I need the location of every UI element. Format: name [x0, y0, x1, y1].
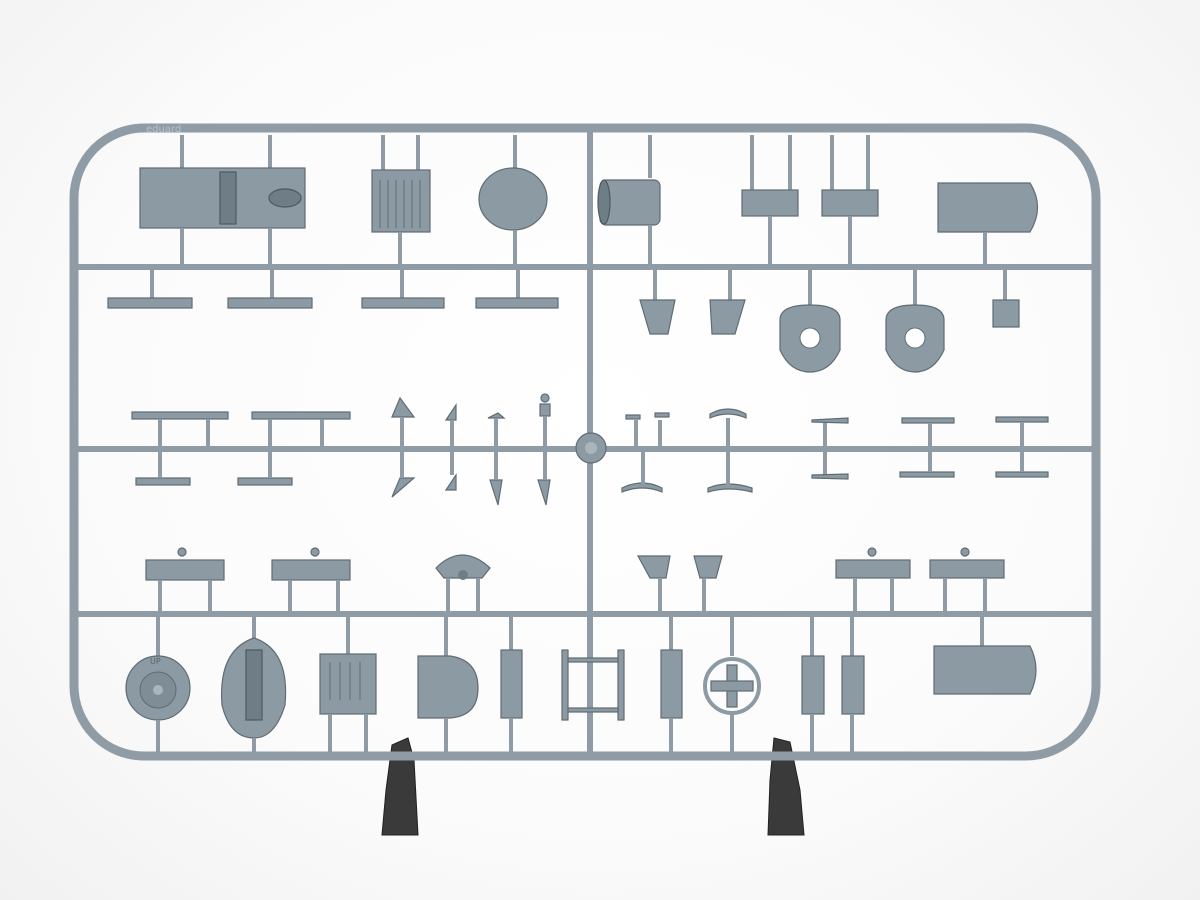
part-label-up: UP: [150, 657, 161, 666]
part-blade-3: [487, 412, 506, 506]
part-wing-strut-1: [811, 417, 849, 480]
part-axle-1: [131, 411, 229, 486]
part-cockpit-floor: [139, 135, 306, 267]
part-plate-2: [929, 547, 1005, 614]
part-hinge-right: [709, 267, 746, 335]
part-small-box: [992, 267, 1020, 328]
part-cylinder-cowl: [597, 135, 661, 267]
part-wing-strut-2: [899, 417, 955, 478]
part-small-bracket-1: [741, 135, 799, 267]
part-blade-2: [444, 403, 457, 491]
part-wing-strut-3: [995, 416, 1049, 478]
part-propeller-small: [621, 412, 670, 493]
part-fairing-left: [636, 555, 671, 614]
outer-frame: [69, 123, 1101, 761]
part-bar-2: [841, 614, 865, 756]
part-grille-1: [145, 547, 225, 614]
brand-mark: eduard: [146, 124, 181, 135]
part-d-panel: [417, 614, 479, 756]
part-fairing-right: [693, 555, 723, 614]
part-frame-ladder: [561, 649, 625, 721]
part-tall-panel-1: [500, 614, 523, 756]
part-cross-wheel: [703, 614, 761, 756]
part-hinge-left: [639, 267, 676, 335]
part-plate-1: [835, 547, 911, 614]
part-ribbed-panel: [371, 135, 431, 267]
part-egg-panel: [221, 614, 287, 756]
left-stand: [381, 737, 419, 836]
part-engine-face: UP: [125, 614, 191, 756]
part-instrument-box: [319, 614, 377, 756]
part-propeller-large: [707, 408, 753, 493]
part-blade-4: [537, 393, 551, 506]
part-strip-4: [475, 267, 559, 309]
part-seat: [435, 554, 491, 614]
part-horseshoe-1: [779, 267, 841, 373]
part-bar-1: [801, 614, 825, 756]
part-strip-1: [107, 267, 193, 309]
part-tall-panel-2: [660, 614, 683, 756]
part-half-cylinder-bottom: [933, 614, 1037, 695]
part-round-bulkhead: [478, 135, 548, 267]
right-stand: [767, 737, 805, 836]
center-hub-mark: [585, 442, 597, 454]
part-strip-2: [227, 267, 313, 309]
part-strip-3: [361, 267, 445, 309]
part-blade-1: [391, 396, 416, 498]
part-horseshoe-2: [885, 267, 945, 373]
part-half-cylinder-top: [937, 182, 1039, 267]
part-axle-2: [237, 411, 351, 486]
part-small-bracket-2: [821, 135, 879, 267]
part-grille-2: [271, 547, 351, 614]
